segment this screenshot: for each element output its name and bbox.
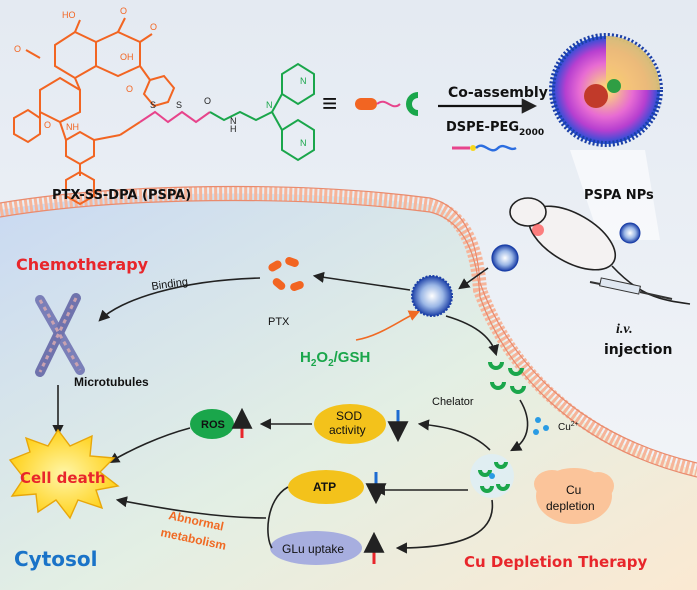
ros-node: [190, 409, 234, 439]
chelator-icon: [488, 362, 526, 394]
ros-label: ROS: [201, 419, 225, 431]
binding-label: Binding: [151, 276, 189, 293]
svg-text:N: N: [230, 116, 237, 126]
svg-text:NH: NH: [66, 122, 79, 132]
ptx-label: PTX: [268, 316, 290, 328]
ptx-cartoon-icon: [355, 98, 377, 110]
atp-label: ATP: [313, 480, 336, 494]
linker-labels: S S O H N: [150, 96, 237, 134]
nanoparticle-entering: [491, 244, 519, 272]
dpa-cartoon-icon: [406, 92, 418, 116]
uptake-arrow: [458, 267, 489, 290]
syringe-icon: [589, 277, 673, 300]
svg-text:O: O: [14, 44, 21, 54]
linker-cartoon-icon: [376, 100, 401, 108]
cell-death-burst: [8, 428, 120, 520]
sod-arrow: [417, 419, 491, 451]
binding-arrow: [98, 277, 261, 322]
np-light-cone: [570, 150, 660, 240]
cytosol-label: Cytosol: [14, 547, 98, 571]
cell-death-label: Cell death: [20, 469, 106, 487]
svg-text:OH: OH: [120, 52, 134, 62]
cu-depletion-cloud: [534, 468, 614, 524]
metabolism-to-death-arrow: [115, 496, 267, 519]
svg-text:O: O: [44, 120, 51, 130]
svg-text:O: O: [120, 6, 127, 16]
svg-text:DSPE-PEG2000: DSPE-PEG2000: [446, 120, 544, 138]
cu-depletion-title: Cu Depletion Therapy: [464, 553, 647, 571]
coassembly-label: Co-assembly: [448, 85, 548, 101]
ptx-fragments-icon: [268, 256, 304, 292]
glu-node: [270, 531, 362, 565]
dpa-structure: [209, 62, 315, 162]
glu-label: GLu uptake: [282, 542, 344, 556]
svg-text:O: O: [204, 96, 211, 106]
cu-complex-icon: [470, 454, 514, 498]
equivalence-symbol: ≡: [322, 88, 337, 118]
dspe-head-icon: [470, 145, 476, 151]
peg-chain-icon: [475, 144, 517, 152]
trigger-arrow: [355, 310, 421, 341]
chelator-label: Chelator: [432, 396, 474, 408]
svg-text:N: N: [300, 76, 307, 86]
nanoparticle-internalized: [411, 275, 453, 317]
sod-label-line1: SOD: [336, 409, 362, 423]
dspe-peg-subscript: 2000: [519, 128, 544, 138]
nanoparticle-large: [549, 33, 663, 147]
release-chelator-arrow: [445, 315, 499, 357]
dspe-peg-label: DSPE-PEG: [446, 120, 519, 135]
membrane-inner-line: [0, 199, 697, 478]
trigger-label: H2O2/GSH: [300, 349, 370, 369]
cell-background: [0, 193, 697, 590]
ptx-release-arrow: [312, 271, 411, 291]
cu-depletion-line2: depletion: [546, 499, 595, 513]
nanoparticle-label: PSPA NPs: [584, 188, 654, 203]
sod-node: [314, 404, 386, 444]
microtubules-icon: [35, 293, 85, 377]
chemotherapy-title: Chemotherapy: [16, 255, 149, 274]
svg-text:O: O: [126, 84, 133, 94]
injection-route-label: i.v.: [616, 322, 633, 337]
svg-text:HO: HO: [62, 10, 76, 20]
ptx-labels: HO O O O OH O O NH: [14, 6, 157, 132]
cu-depletion-line1: Cu: [566, 483, 581, 497]
compound-name: PTX-SS-DPA (PSPA): [52, 188, 191, 203]
sod-label-line2: activity: [329, 423, 366, 437]
cell-membrane: [0, 186, 697, 477]
chelation-arrow: [510, 399, 529, 452]
injection-label: injection: [604, 342, 672, 358]
svg-text:H: H: [230, 124, 237, 134]
atp-node: [288, 470, 364, 504]
glu-arrow: [395, 499, 494, 554]
linker-structure: [139, 110, 211, 124]
svg-text:N: N: [300, 138, 307, 148]
svg-text:N: N: [266, 100, 273, 110]
ros-to-death-arrow: [108, 427, 191, 464]
cu-ions-icon: [533, 417, 549, 435]
ptx-structure: [13, 17, 176, 206]
cu-ion-label: Cu2+: [558, 421, 579, 433]
microtubules-label: Microtubules: [74, 375, 149, 389]
metabolism-bracket: [267, 486, 289, 549]
dpa-labels: N N N: [266, 76, 307, 148]
svg-text:O: O: [150, 22, 157, 32]
svg-text:S: S: [150, 100, 156, 110]
membrane-outer-line: [0, 185, 697, 464]
svg-text:S: S: [176, 100, 182, 110]
